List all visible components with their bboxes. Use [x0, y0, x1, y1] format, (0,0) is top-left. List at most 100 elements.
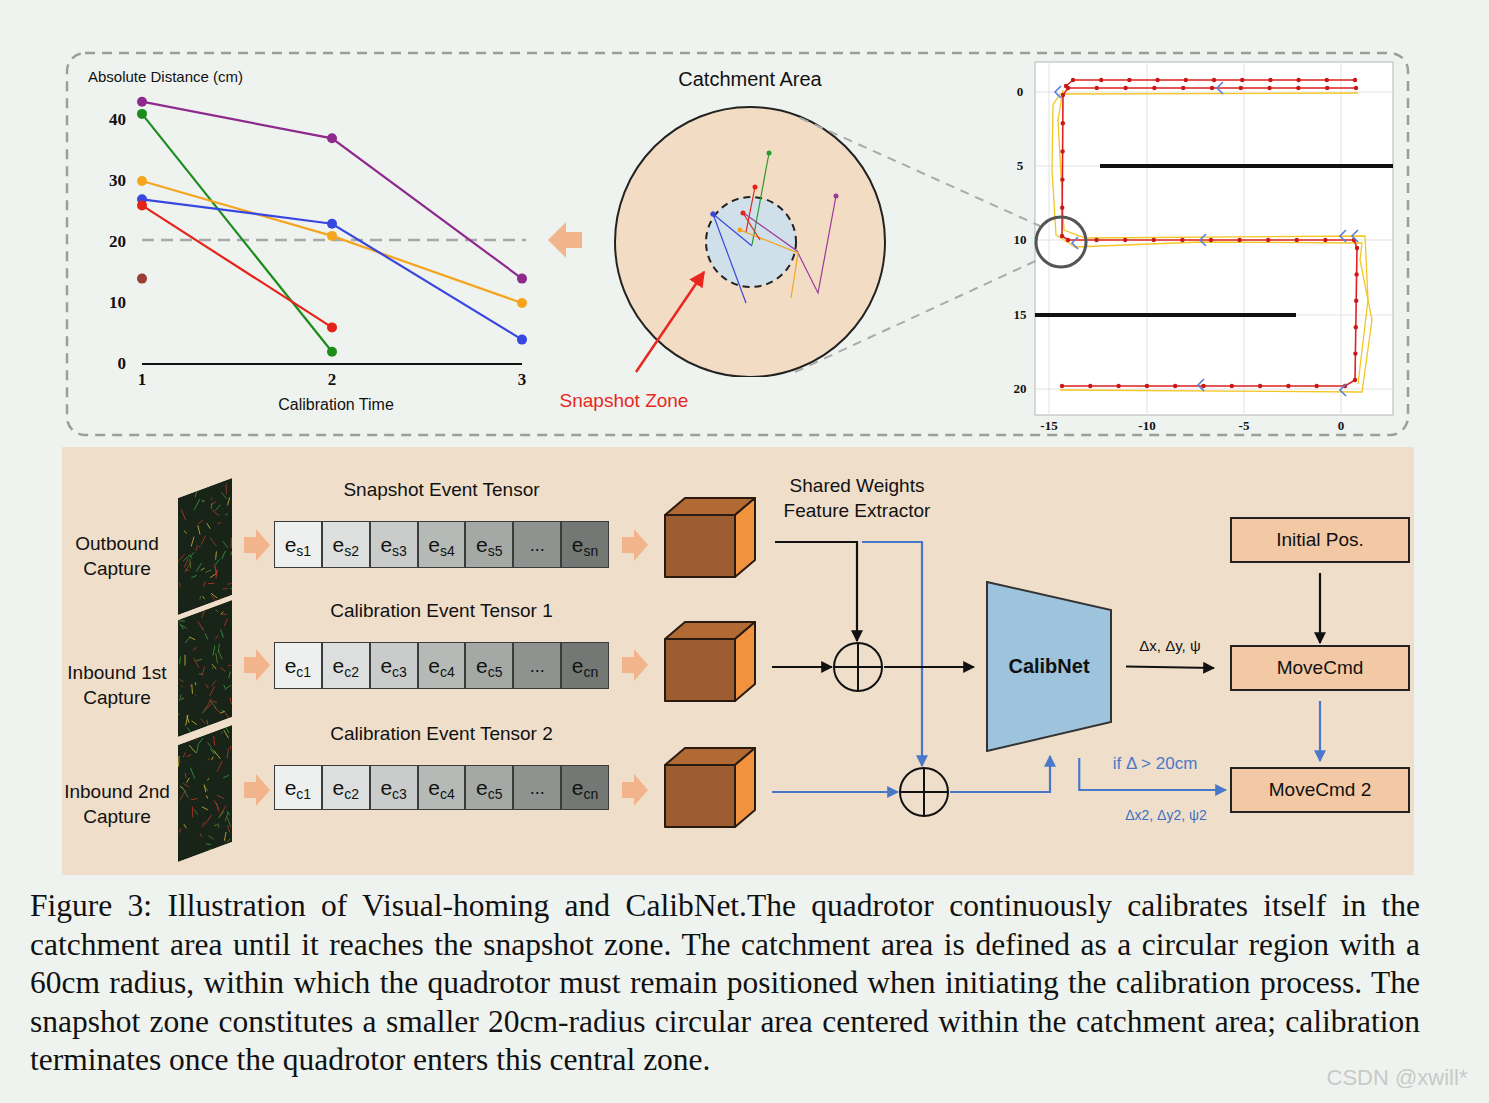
event-stroke: [213, 736, 215, 745]
path-sample-dot: [1296, 86, 1300, 90]
flow-block-arrow: [622, 649, 648, 681]
event-stroke: [198, 525, 200, 534]
cube-front: [665, 765, 735, 827]
event-stroke: [210, 687, 215, 696]
path-sample-dot: [1066, 238, 1070, 242]
event-stroke: [209, 700, 216, 708]
heading-marker: [1217, 82, 1223, 94]
path-sample-dot: [1354, 86, 1358, 90]
path-sample-dot: [1064, 84, 1068, 88]
flow-block-arrow: [244, 774, 270, 806]
event-stroke: [205, 634, 208, 640]
event-stroke: [216, 609, 218, 611]
event-stroke: [228, 583, 232, 584]
tensor-cell: ...: [513, 521, 561, 568]
map-tick-label: 0: [1017, 84, 1024, 100]
event-stroke: [180, 790, 186, 801]
event-stroke: [182, 685, 183, 687]
event-stroke: [225, 812, 228, 821]
event-stroke: [222, 603, 228, 607]
catchment-outline: [600, 65, 900, 377]
event-stroke: [210, 574, 216, 578]
cell-symbol: ...: [530, 536, 545, 554]
event-stroke: [191, 799, 198, 800]
cell-symbol: e: [428, 777, 440, 798]
event-stroke: [223, 541, 228, 547]
tensor-cell: es3: [370, 521, 418, 568]
cell-symbol: e: [476, 534, 488, 555]
event-stroke: [207, 523, 211, 529]
map-grid-line: [1035, 166, 1393, 167]
event-stroke: [194, 499, 200, 510]
event-stroke: [205, 704, 212, 711]
map-tick-label: -15: [1040, 418, 1057, 434]
event-tensor: es1es2es3es4es5...esnSnapshot Event Tens…: [274, 476, 609, 568]
event-stroke: [208, 726, 211, 732]
event-stroke: [183, 555, 189, 561]
path-sample-dot: [1354, 325, 1358, 329]
tick-label: 2: [328, 370, 337, 390]
command-text: Initial Pos.: [1276, 529, 1364, 551]
event-stroke: [225, 614, 231, 620]
event-stroke: [227, 838, 230, 842]
event-stroke: [190, 552, 194, 557]
map-grid-line: [1035, 389, 1393, 390]
event-stroke: [198, 725, 199, 727]
path-sample-dot: [1123, 238, 1127, 242]
path-sample-dot: [1239, 86, 1243, 90]
path-sample-dot: [1295, 238, 1299, 242]
cell-symbol: e: [428, 655, 440, 676]
event-stroke: [210, 538, 217, 547]
command-box: Initial Pos.: [1230, 517, 1410, 563]
event-stroke: [230, 588, 232, 590]
tensor-cell: ec4: [418, 642, 466, 689]
event-stroke: [227, 748, 228, 758]
series-point: [327, 322, 337, 332]
cell-subscript: s3: [392, 544, 407, 558]
event-stroke: [225, 514, 228, 515]
event-stroke: [184, 489, 187, 492]
cell-subscript: s5: [488, 544, 503, 558]
event-stroke: [225, 729, 227, 736]
event-stroke: [212, 510, 219, 516]
figure-caption: Figure 3: Illustration of Visual-homing …: [30, 887, 1420, 1080]
event-stroke: [187, 728, 193, 737]
event-stroke: [189, 637, 195, 640]
event-stroke: [217, 803, 219, 812]
map-tick-label: -5: [1239, 418, 1250, 434]
event-stroke: [211, 593, 217, 598]
event-stroke: [215, 551, 217, 559]
event-stroke: [211, 595, 216, 601]
event-stroke: [199, 673, 203, 674]
event-stroke: [195, 682, 196, 685]
path-sample-dot: [1212, 78, 1216, 82]
cell-subscript: s4: [440, 544, 455, 558]
event-stroke: [208, 742, 215, 752]
tensor-cell: ec1: [274, 765, 322, 810]
flow-block-arrow: [244, 649, 270, 681]
event-stroke: [201, 857, 205, 867]
heading-marker: [1072, 237, 1078, 249]
event-stroke: [181, 510, 185, 520]
path-sample-dot: [1173, 384, 1177, 388]
event-stroke: [203, 596, 205, 599]
results-panel: [67, 53, 1408, 435]
event-stroke: [224, 832, 226, 841]
map-tick-label: 0: [1338, 418, 1345, 434]
event-stroke: [224, 839, 225, 842]
path-sample-dot: [1061, 93, 1065, 97]
path-sample-dot: [1353, 78, 1357, 82]
event-stroke: [189, 559, 191, 568]
tensor-heading: Snapshot Event Tensor: [274, 476, 609, 504]
event-stroke: [224, 730, 229, 738]
event-stroke: [199, 596, 201, 599]
map-grid-line: [1035, 315, 1393, 316]
path-sample-dot: [1237, 238, 1241, 242]
event-stroke: [200, 833, 202, 837]
event-stroke: [228, 665, 231, 667]
path-sample-dot: [1060, 177, 1064, 181]
map-grid-line: [1147, 62, 1148, 415]
event-stroke: [216, 734, 221, 738]
event-stroke: [202, 607, 207, 618]
event-stroke: [185, 569, 189, 571]
